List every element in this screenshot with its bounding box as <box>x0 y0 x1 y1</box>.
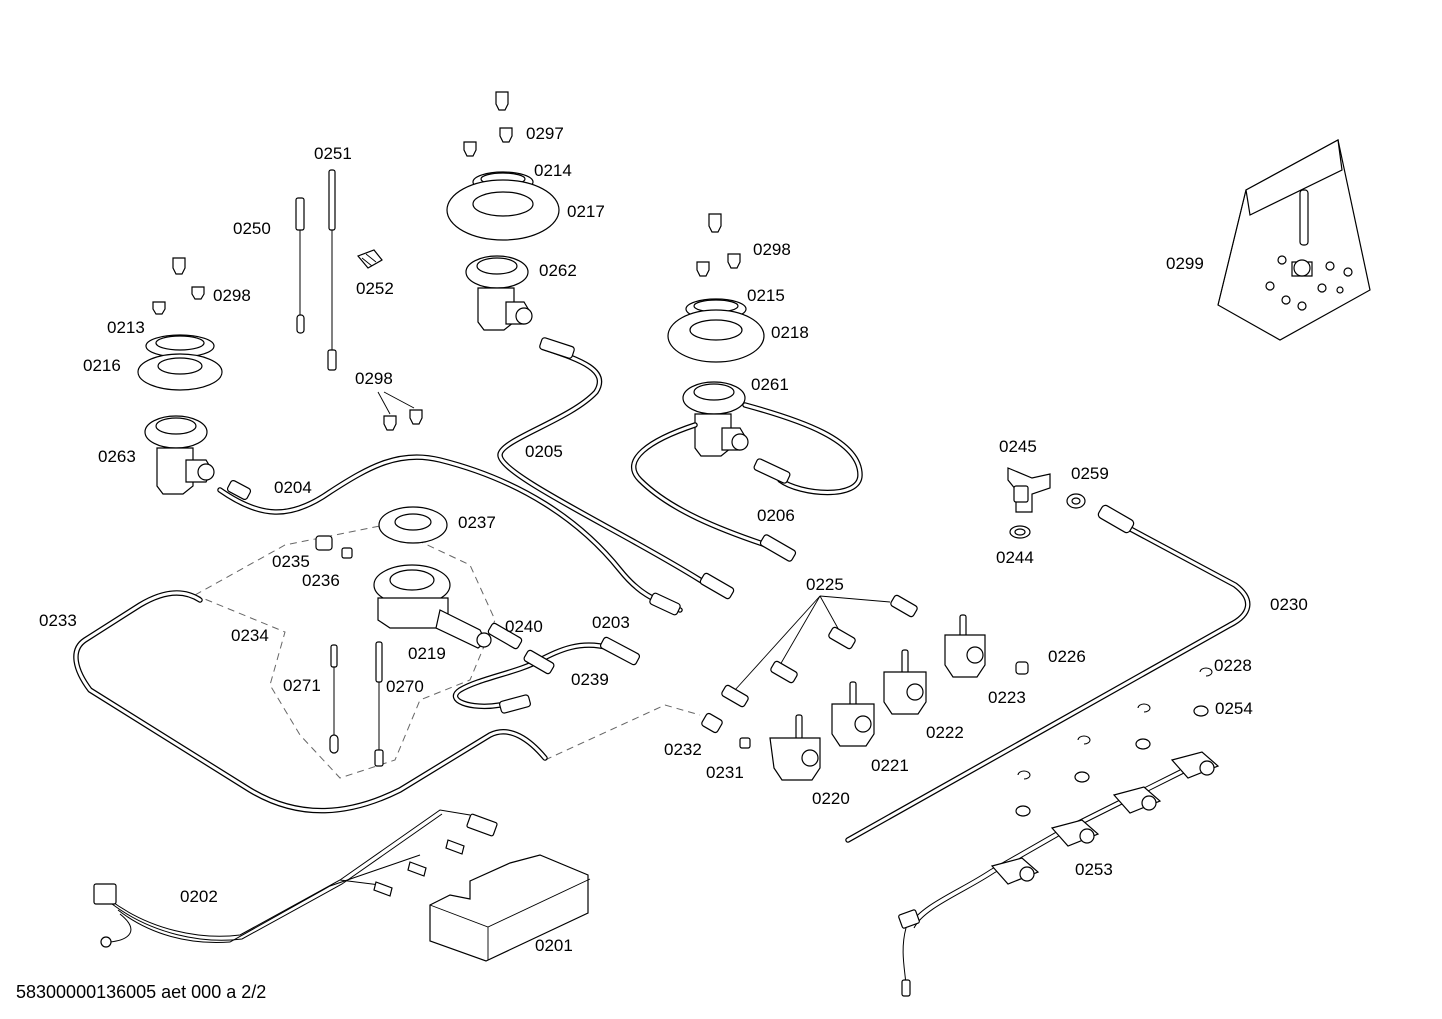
part-label-0298-mid: 0298 <box>355 369 393 388</box>
clip-0252 <box>356 249 383 269</box>
part-label-0236: 0236 <box>302 571 340 590</box>
part-label-0225: 0225 <box>806 575 844 594</box>
part-label-0215: 0215 <box>747 286 785 305</box>
burner-cap-0213 <box>145 334 215 358</box>
pipe-0233 <box>73 590 548 814</box>
part-label-0228: 0228 <box>1214 656 1252 675</box>
drawing-reference-code: 58300000136005 aet 000 a 2/2 <box>16 982 267 1002</box>
injector-0298-mid <box>377 391 423 431</box>
part-label-0235: 0235 <box>272 552 310 571</box>
valve-0221 <box>831 681 875 747</box>
injector-0298-left <box>152 257 205 315</box>
burner-ring-0237 <box>378 506 448 544</box>
seal-0259 <box>1066 493 1086 509</box>
part-label-0203: 0203 <box>592 613 630 632</box>
part-label-0216: 0216 <box>83 356 121 375</box>
pipe-0239 <box>452 622 613 714</box>
thermocouple-0250 <box>295 197 305 334</box>
valve-0223 <box>944 614 986 678</box>
part-label-0239: 0239 <box>571 670 609 689</box>
part-label-0245: 0245 <box>999 437 1037 456</box>
part-label-0221: 0221 <box>871 756 909 775</box>
burner-ring-0217 <box>446 179 560 241</box>
injector-0298-right <box>696 213 741 277</box>
burner-body-0261 <box>682 381 749 457</box>
part-label-0298-right: 0298 <box>753 240 791 259</box>
fitting-0232-0231 <box>701 661 1029 749</box>
part-label-0204: 0204 <box>274 478 312 497</box>
part-label-0220: 0220 <box>812 789 850 808</box>
burner-ring-0218 <box>667 309 765 363</box>
part-label-0240: 0240 <box>505 617 543 636</box>
part-label-0230: 0230 <box>1270 595 1308 614</box>
part-label-0251: 0251 <box>314 144 352 163</box>
part-label-0252: 0252 <box>356 279 394 298</box>
part-label-0250: 0250 <box>233 219 271 238</box>
injector-0297 <box>463 91 513 157</box>
part-label-0213: 0213 <box>107 318 145 337</box>
part-label-0206: 0206 <box>757 506 795 525</box>
thermocouple-0251 <box>327 169 337 371</box>
clips-0228 <box>1017 667 1213 780</box>
part-label-0299: 0299 <box>1166 254 1204 273</box>
part-label-0263: 0263 <box>98 447 136 466</box>
part-label-0262: 0262 <box>539 261 577 280</box>
pipe-0206 <box>631 402 863 562</box>
valve-0222 <box>883 649 927 715</box>
junction-box-0201 <box>429 854 591 962</box>
part-label-0219: 0219 <box>408 644 446 663</box>
part-label-0233: 0233 <box>39 611 77 630</box>
wiring-harness-0202 <box>93 809 498 948</box>
pipe-0204 <box>217 454 683 616</box>
injector-0235 <box>315 535 353 559</box>
seals-0254 <box>1015 705 1209 817</box>
part-label-0201: 0201 <box>535 936 573 955</box>
thermocouple-0270 <box>374 641 384 767</box>
burner-body-0262 <box>465 255 533 331</box>
part-label-0237: 0237 <box>458 513 496 532</box>
part-label-0254: 0254 <box>1215 699 1253 718</box>
part-label-0214: 0214 <box>534 161 572 180</box>
part-label-0259: 0259 <box>1071 464 1109 483</box>
ignition-harness-0253 <box>898 751 1220 997</box>
valve-inlets-0225 <box>721 594 918 708</box>
part-label-0217: 0217 <box>567 202 605 221</box>
part-label-0231: 0231 <box>706 763 744 782</box>
part-label-0297: 0297 <box>526 124 564 143</box>
burner-body-0263 <box>144 415 215 495</box>
part-label-0298-left: 0298 <box>213 286 251 305</box>
part-label-0232: 0232 <box>664 740 702 759</box>
part-label-0244: 0244 <box>996 548 1034 567</box>
thermocouple-0271 <box>329 644 339 754</box>
connector-0203 <box>599 636 641 666</box>
part-label-0261: 0261 <box>751 375 789 394</box>
part-label-0253: 0253 <box>1075 860 1113 879</box>
burner-ring-0216 <box>137 353 223 391</box>
burner-body-0219 <box>373 564 492 649</box>
part-label-0202: 0202 <box>180 887 218 906</box>
valve-0220 <box>769 714 821 781</box>
seal-0244 <box>1009 525 1031 539</box>
part-label-0218: 0218 <box>771 323 809 342</box>
accessory-bag-0299 <box>1217 139 1371 341</box>
pipe-0230 <box>845 504 1251 843</box>
part-label-0222: 0222 <box>926 723 964 742</box>
elbow-0245 <box>1007 467 1051 513</box>
pipe-0205 <box>497 337 735 600</box>
part-label-0223: 0223 <box>988 688 1026 707</box>
part-label-0226: 0226 <box>1048 647 1086 666</box>
part-label-0205: 0205 <box>525 442 563 461</box>
part-label-0234: 0234 <box>231 626 269 645</box>
part-label-0271: 0271 <box>283 676 321 695</box>
part-label-0270: 0270 <box>386 677 424 696</box>
